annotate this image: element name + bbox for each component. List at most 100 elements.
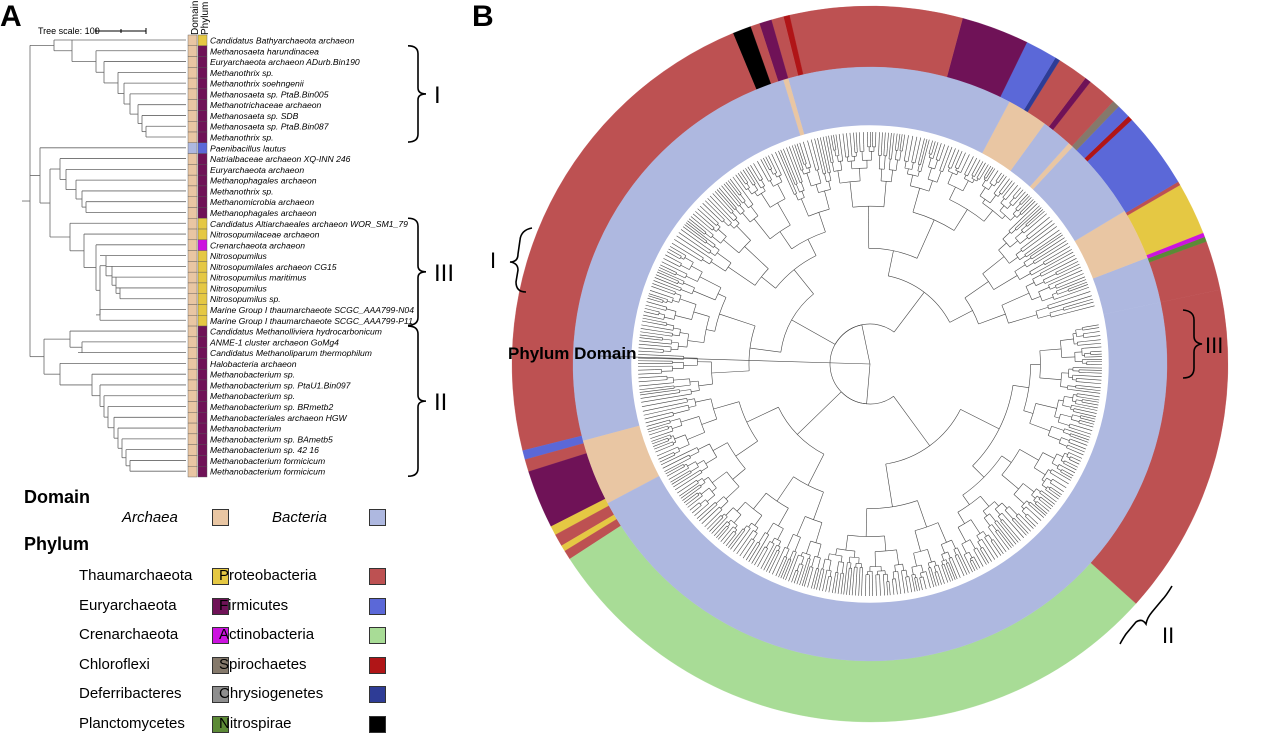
domain-cell <box>187 368 198 381</box>
domain-ring-segment <box>1009 123 1069 188</box>
domain-cell <box>187 218 198 230</box>
phylum-cell <box>197 218 208 230</box>
phylum-ring-segment <box>1148 241 1221 303</box>
phylum-cell <box>197 282 208 294</box>
taxon-row: Methanosaeta sp. SDB <box>187 110 299 122</box>
phylum-cell <box>197 455 208 467</box>
domain-cell <box>187 239 198 251</box>
taxon-row: Marine Group I thaumarchaeote SCGC_AAA79… <box>187 304 414 316</box>
domain-cell <box>187 261 198 273</box>
panel-b-label: B <box>472 0 494 33</box>
phylum-ring-segment <box>783 14 804 77</box>
taxon-name: Marine Group I thaumarchaeote SCGC_AAA79… <box>210 316 413 326</box>
phylum-cell <box>197 99 208 111</box>
legend-phylum-label: Nitrospirae <box>219 714 292 732</box>
domain-cell <box>187 304 198 316</box>
taxon-row: Euryarchaeota archaeon ADurb.Bin190 <box>187 56 360 68</box>
phylum-cell <box>197 77 208 90</box>
domain-strip-header: Domain <box>190 1 201 35</box>
phylum-cell <box>197 412 208 424</box>
legend-phylum-swatch <box>212 597 229 615</box>
phylum-cell <box>197 207 208 219</box>
taxon-name: ANME-1 cluster archaeon GoMg4 <box>209 337 339 347</box>
legend-phylum-label: Actinobacteria <box>219 626 315 643</box>
domain-ring-segment <box>582 425 661 504</box>
domain-cell <box>187 67 198 79</box>
phylum-cell <box>197 239 208 251</box>
phylum-ring-segment <box>522 435 584 460</box>
taxon-name: Methanothrix sp. <box>210 68 274 78</box>
phylum-ring-segment <box>1071 101 1119 151</box>
taxon-name: Methanothrix soehngenii <box>210 79 305 89</box>
domain-cell <box>187 336 198 348</box>
legend-archaea-swatch <box>212 509 229 526</box>
phylum-ring-segment <box>550 498 610 536</box>
tree-scale-label: Tree scale: 100 <box>38 26 100 36</box>
taxon-row: Methanobacterium sp. PtaU1.Bin097 <box>187 379 352 391</box>
clade-iii-label-b: III <box>1205 333 1223 358</box>
legend-phylum-swatch <box>369 597 386 615</box>
domain-cell <box>187 347 198 359</box>
taxon-name: Methanosaeta sp. SDB <box>210 111 299 121</box>
legend-phylum-label: Chrysiogenetes <box>219 685 324 702</box>
phylum-ring-segment <box>789 5 963 78</box>
taxon-name: Euryarchaeota archaeon <box>210 165 304 175</box>
phylum-ring-segment <box>564 518 622 560</box>
domain-cell <box>187 444 198 456</box>
tree-scale-bar: Tree scale: 100 <box>38 26 147 36</box>
taxon-row: Nitrosopumilus <box>187 250 268 262</box>
phylum-ring-segment <box>999 42 1056 111</box>
phylum-cell <box>197 433 208 445</box>
phylum-ring <box>511 5 1229 723</box>
taxon-row: Methanobacterium formicicum <box>187 466 325 478</box>
taxon-row: Methanophagales archaeon <box>187 207 317 219</box>
phylum-cell <box>197 164 208 176</box>
domain-cell <box>187 315 198 327</box>
legend-phylum-label: Crenarchaeota <box>79 626 179 643</box>
phylum-cell <box>197 422 208 435</box>
phylum-cell <box>197 121 208 133</box>
domain-cell <box>187 379 198 391</box>
phylum-cell <box>197 131 208 144</box>
phylum-ring-segment <box>569 525 1137 723</box>
legend-phylum-swatch <box>369 686 386 703</box>
taxon-row: Methanobacterium sp. BAmetb5 <box>187 433 333 445</box>
phylum-ring-segment <box>1084 116 1133 162</box>
taxon-name: Methanobacterium formicicum <box>210 456 325 466</box>
taxon-row: Methanosaeta sp. PtaB.Bin005 <box>187 88 329 100</box>
taxon-name: Methanosaeta sp. PtaB.Bin005 <box>210 89 329 99</box>
phylum-cell <box>197 401 208 413</box>
phylum-ring-segment <box>1147 236 1207 263</box>
domain-cell <box>187 174 198 187</box>
phylum-cell <box>197 88 208 100</box>
taxon-name: Methanobacterium sp. <box>210 391 295 401</box>
domain-cell <box>187 250 198 262</box>
legend-phylum-label: Chloroflexi <box>79 655 150 673</box>
domain-cell <box>187 153 198 165</box>
legend-phylum-label: Firmicutes <box>219 596 289 614</box>
phylum-ring-segment <box>1086 119 1179 214</box>
phylum-ring-segment <box>1027 60 1086 128</box>
taxon-row: Methanobacterium sp. <box>187 368 295 381</box>
clade-bracket <box>407 44 427 143</box>
legend-phylum-swatch <box>369 627 386 644</box>
legend-phylum-swatch <box>369 715 386 733</box>
taxon-row: Methanobacterium formicicum <box>187 455 325 467</box>
clade-bracket <box>407 217 427 327</box>
taxon-row: Paenibacillus lautus <box>187 142 287 154</box>
phylum-cell <box>197 153 208 165</box>
clade-ii-label-b: II <box>1162 623 1174 648</box>
taxon-name: Methanotrichaceae archaeon <box>210 100 322 110</box>
phylum-ring-segment <box>555 505 615 546</box>
domain-cell <box>187 293 198 305</box>
taxon-name: Methanobacterium sp. <box>210 370 295 380</box>
phylum-cell <box>197 347 208 359</box>
phylum-ring-segment <box>1076 106 1129 159</box>
legend-bacteria-label: Bacteria <box>272 509 328 526</box>
taxon-name: Candidatus Altiarchaeales archaeon WOR_S… <box>210 219 408 229</box>
taxon-row: Methanobacterium sp. 42 16 <box>187 444 319 456</box>
taxon-name: Nitrosopumilales archaeon CG15 <box>210 262 337 272</box>
taxon-name: Natrialbaceae archaeon XQ-INN 246 <box>210 154 351 164</box>
taxon-name: Halobacteria archaeon <box>210 359 297 369</box>
domain-cell <box>187 77 198 90</box>
